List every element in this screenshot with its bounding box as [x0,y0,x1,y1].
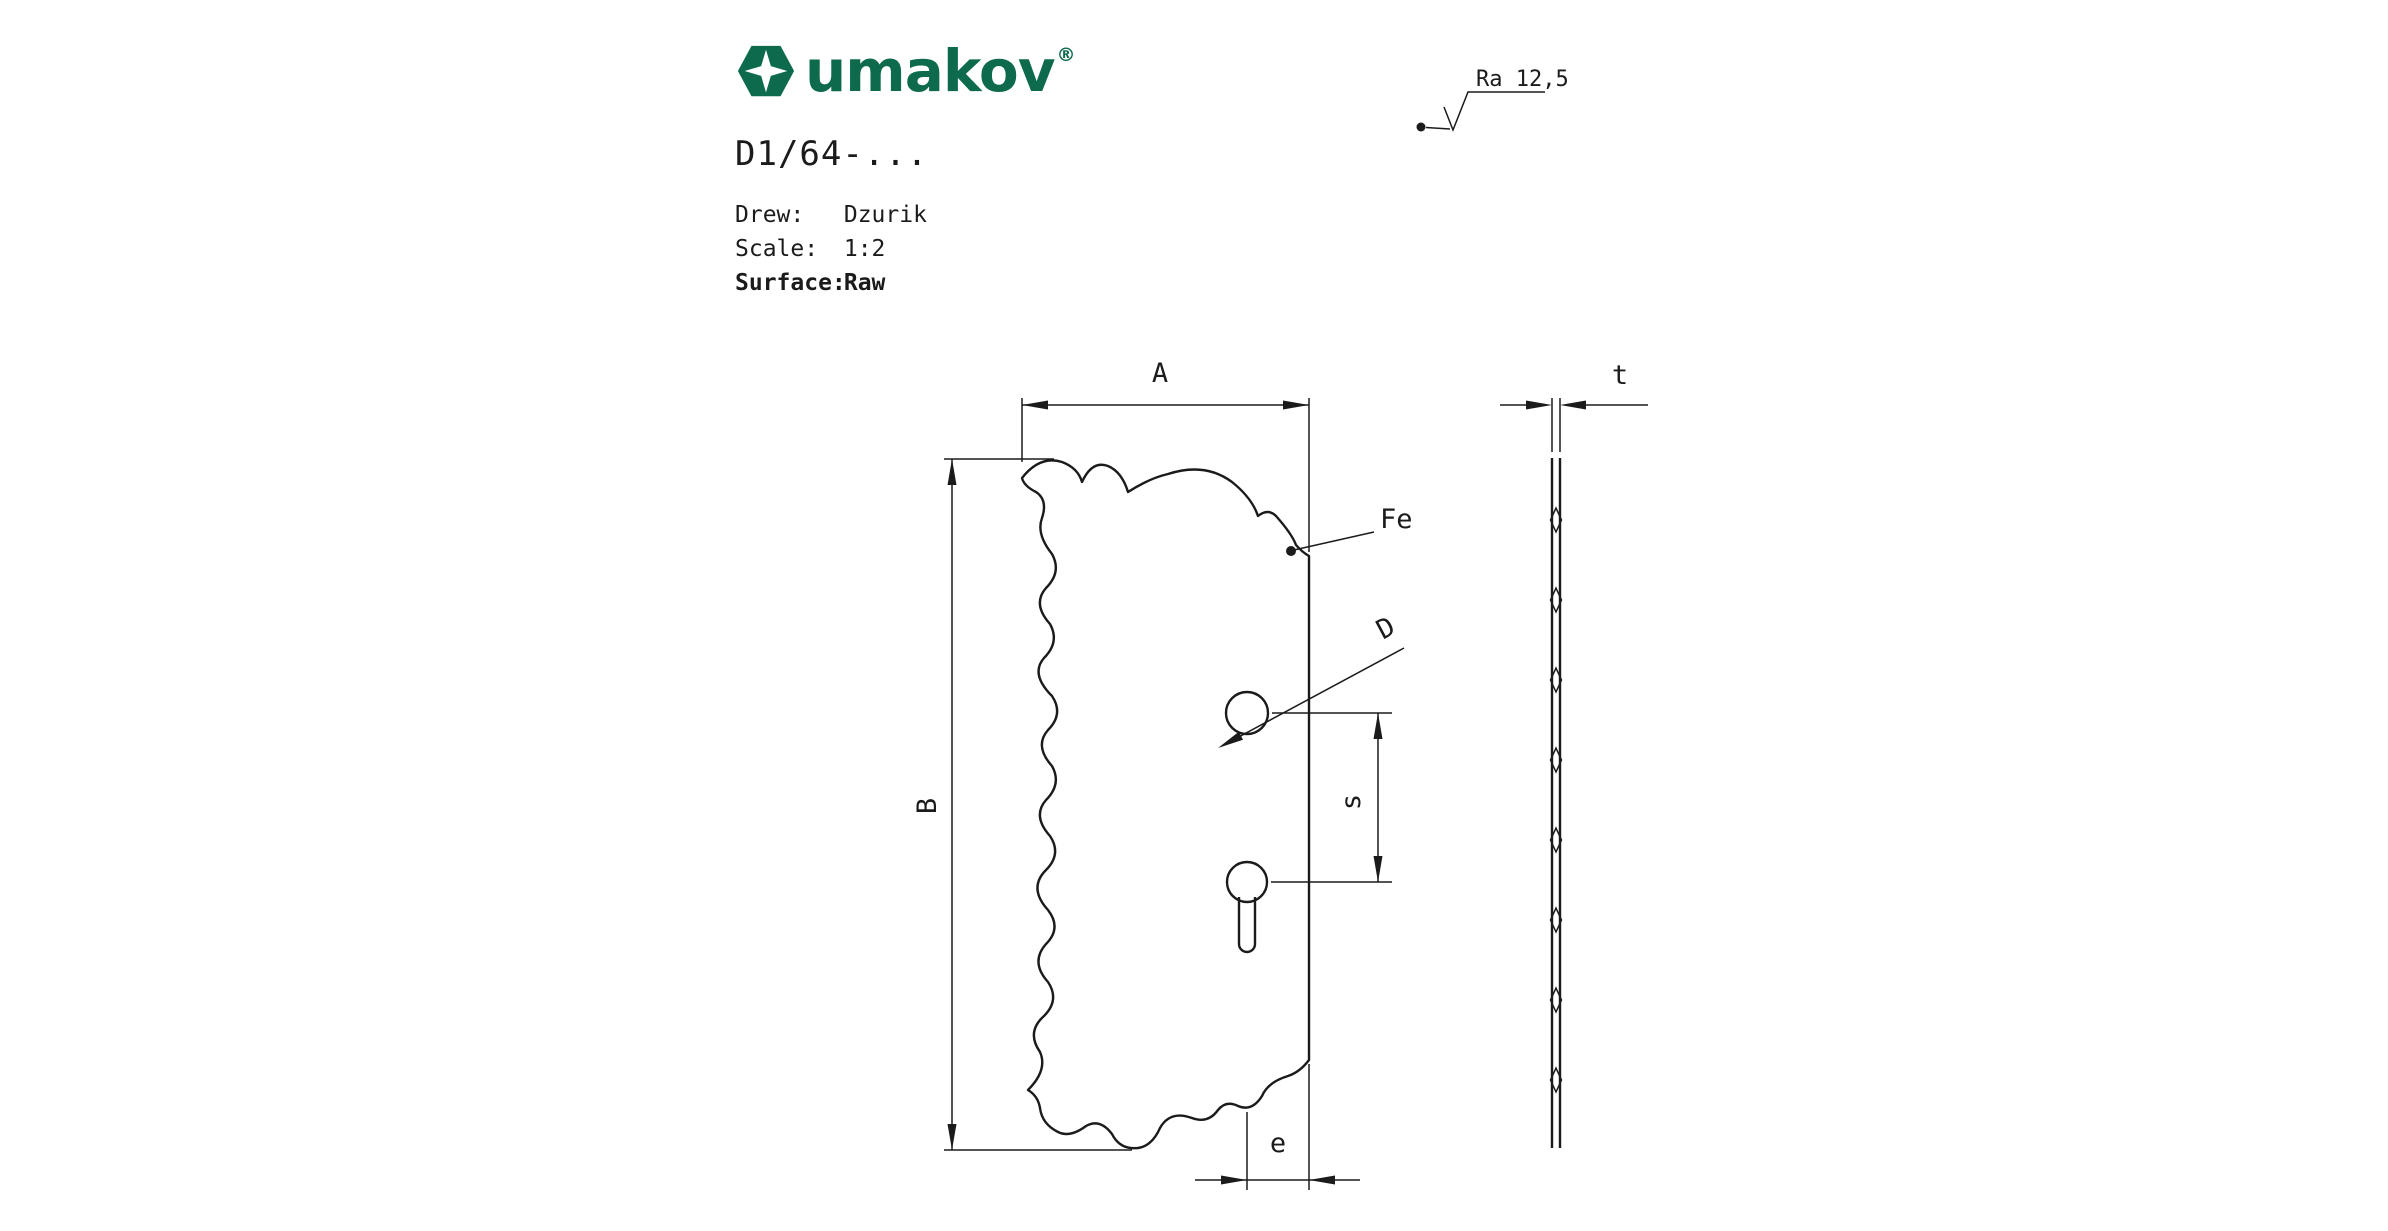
brand-logo: umakov ® [735,40,1076,102]
field-surface: Surface: Raw [735,266,1076,300]
dimension-height-label: B [912,798,943,814]
surface-roughness-symbol: Ra 12,5 [1416,67,1569,133]
plate-outline [1020,459,1311,1150]
field-drew-value: Dzurik [843,202,927,228]
registered-mark: ® [1056,44,1076,66]
dimension-hole-diameter-label: D [1372,611,1401,646]
field-drew-label: Drew: [735,202,805,228]
dimension-spacing-s: s [1271,712,1392,883]
drawing-number: D1/64-... [735,134,929,174]
material-label: Fe [1380,504,1413,535]
dimension-thickness-label: t [1612,360,1628,391]
hole-circle [1224,690,1270,736]
dimension-edge-label: e [1270,1128,1286,1159]
field-scale-label: Scale: [735,236,819,262]
title-fields: Drew: Dzurik Scale: 1:2 Surface: Raw [735,198,1076,300]
title-block: umakov ® D1/64-... Drew: Dzurik Scale: 1… [735,40,1076,300]
dimension-spacing-label: s [1336,794,1367,810]
field-surface-value: Raw [843,270,886,296]
dimension-width-label: A [1152,358,1168,389]
brand-name: umakov [805,37,1056,105]
surface-roughness-value: Ra 12,5 [1476,67,1569,92]
field-scale-value: 1:2 [843,236,886,262]
field-drew: Drew: Dzurik [735,198,1076,232]
dimension-height-B: B [912,458,1132,1151]
field-surface-label: Surface: [735,270,846,296]
dimension-thickness-t: t [1500,360,1648,452]
callout-material-fe: Fe [1286,504,1413,556]
dimension-edge-e: e [1195,1064,1360,1190]
field-scale: Scale: 1:2 [735,232,1076,266]
side-view-profile [1549,458,1563,1148]
keyhole-slot [1225,860,1269,954]
dimension-width-A: A [1021,358,1310,552]
umakov-logo-icon [737,45,795,97]
